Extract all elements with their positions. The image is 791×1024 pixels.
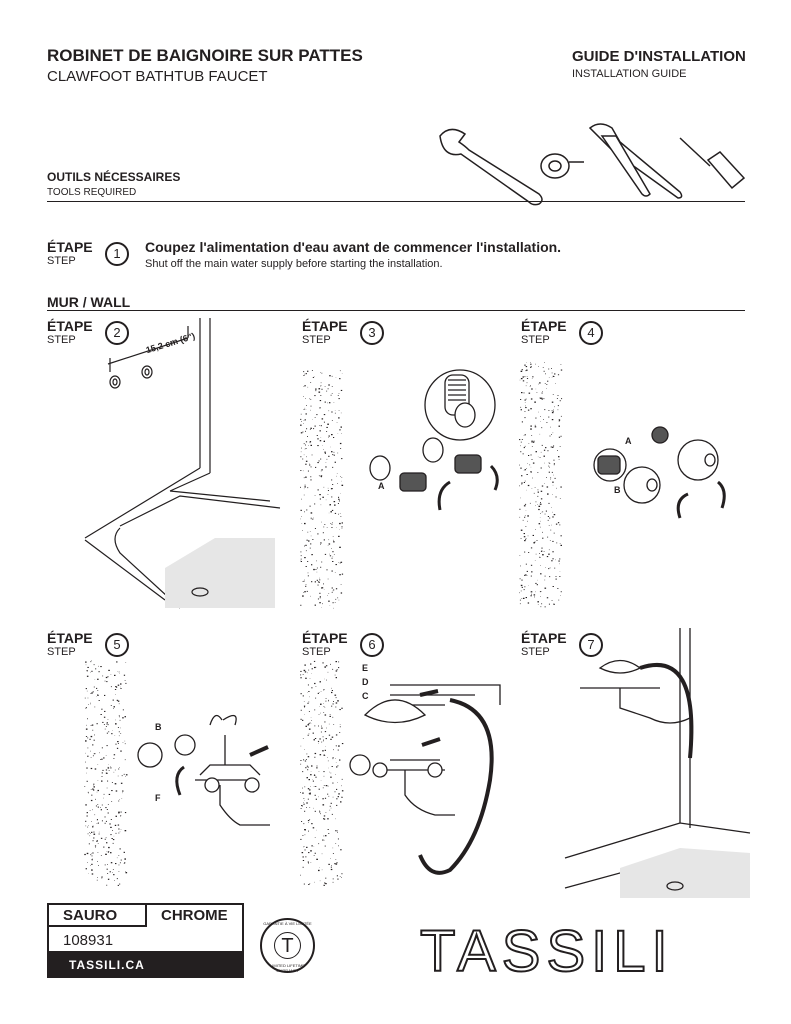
step-number: 3 bbox=[360, 321, 384, 345]
wall-section-title: MUR / WALL bbox=[47, 294, 131, 310]
step-number: 7 bbox=[579, 633, 603, 657]
part-label-a: A bbox=[625, 436, 632, 446]
step-label-en: STEP bbox=[521, 334, 550, 346]
tools-illustration bbox=[439, 123, 746, 206]
step-7-illustration bbox=[564, 628, 751, 898]
step-label-en: STEP bbox=[47, 255, 76, 267]
step-3-illustration bbox=[369, 369, 499, 511]
wall-texture bbox=[84, 660, 128, 886]
website: TASSILI.CA bbox=[49, 953, 242, 976]
title-fr: ROBINET DE BAIGNOIRE SUR PATTES bbox=[47, 46, 363, 65]
guide-fr: GUIDE D'INSTALLATION bbox=[572, 48, 746, 65]
tools-label-en: TOOLS REQUIRED bbox=[47, 187, 137, 198]
teflon-tape-icon bbox=[540, 153, 584, 179]
warranty-letter: T bbox=[274, 932, 301, 959]
step-2-illustration bbox=[84, 318, 281, 609]
step1-text-fr: Coupez l'alimentation d'eau avant de com… bbox=[145, 239, 562, 255]
step-label-en: STEP bbox=[302, 334, 331, 346]
divider bbox=[47, 310, 745, 311]
warranty-seal: T GARANTIE À VIE LIMITÉE LIMITED LIFETIM… bbox=[260, 918, 315, 973]
part-label-d: D bbox=[362, 677, 369, 687]
step-label-fr: ÉTAPE bbox=[47, 630, 93, 646]
part-label-b: B bbox=[614, 485, 621, 495]
step-number: 6 bbox=[360, 633, 384, 657]
finish-name: CHROME bbox=[161, 907, 228, 924]
step-number: 2 bbox=[105, 321, 129, 345]
step-label-en: STEP bbox=[47, 334, 76, 346]
step-label-en: STEP bbox=[47, 646, 76, 658]
warranty-text-en: LIMITED LIFETIME WARRANTY bbox=[270, 963, 305, 973]
step-label-en: STEP bbox=[302, 646, 331, 658]
brand-logo: TASSILI bbox=[419, 918, 674, 985]
guide-en: INSTALLATION GUIDE bbox=[572, 68, 687, 80]
step1-text-en: Shut off the main water supply before st… bbox=[145, 258, 443, 270]
step-label-en: STEP bbox=[521, 646, 550, 658]
step-label-fr: ÉTAPE bbox=[302, 318, 348, 334]
step-5-illustration bbox=[137, 714, 270, 826]
step-label-fr: ÉTAPE bbox=[521, 318, 567, 334]
wall-texture bbox=[519, 362, 563, 608]
step-number: 1 bbox=[105, 242, 129, 266]
wall-texture bbox=[300, 370, 344, 610]
part-label-f: F bbox=[155, 793, 161, 803]
wall-texture bbox=[300, 660, 344, 886]
product-info-box: SAURO CHROME 108931 TASSILI.CA bbox=[47, 903, 244, 978]
step-label-fr: ÉTAPE bbox=[302, 630, 348, 646]
tools-label-fr: OUTILS NÉCESSAIRES bbox=[47, 170, 181, 184]
step-label-fr: ÉTAPE bbox=[47, 318, 93, 334]
adjustable-wrench-icon bbox=[439, 128, 543, 206]
part-label-a: A bbox=[378, 481, 385, 491]
model-name: SAURO bbox=[63, 907, 118, 924]
sku: 108931 bbox=[63, 932, 114, 949]
screwdriver-icon bbox=[679, 137, 746, 190]
part-label-b: B bbox=[155, 722, 162, 732]
pliers-icon bbox=[588, 123, 683, 199]
part-label-e: E bbox=[362, 663, 369, 673]
title-en: CLAWFOOT BATHTUB FAUCET bbox=[47, 68, 268, 85]
divider bbox=[47, 201, 745, 202]
step-number: 4 bbox=[579, 321, 603, 345]
warranty-text-fr: GARANTIE À VIE LIMITÉE bbox=[263, 921, 312, 926]
step-number: 5 bbox=[105, 633, 129, 657]
step-6-illustration bbox=[349, 684, 501, 875]
step-label-fr: ÉTAPE bbox=[521, 630, 567, 646]
step-4-illustration bbox=[593, 426, 726, 519]
step-1-badge: ÉTAPE STEP 1 bbox=[47, 239, 137, 273]
part-label-c: C bbox=[362, 691, 369, 701]
step-label-fr: ÉTAPE bbox=[47, 239, 93, 255]
